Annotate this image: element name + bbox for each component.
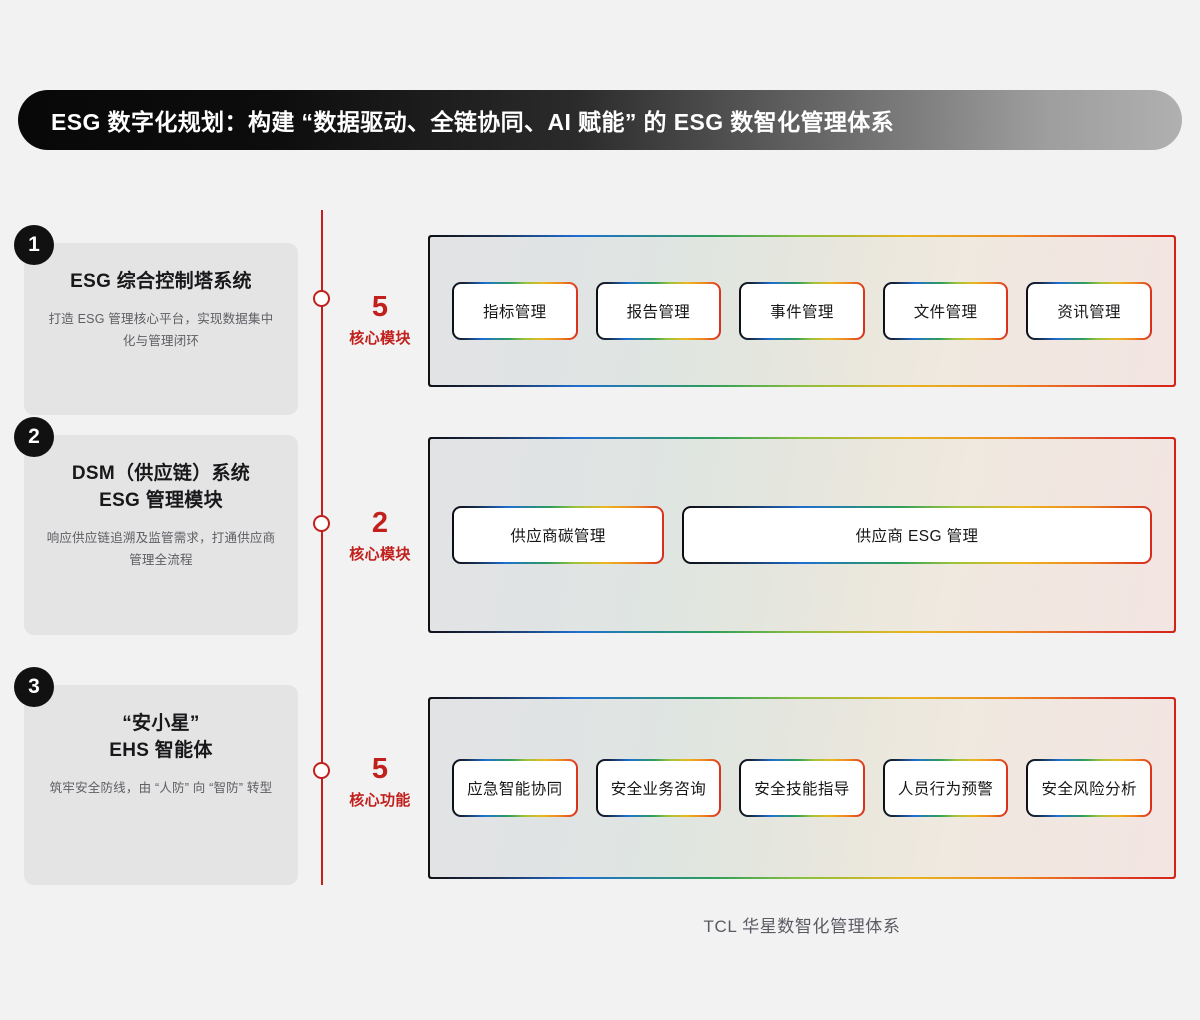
module-chip-inner: 应急智能协同 [454,761,576,815]
module-panel-3: 应急智能协同 安全业务咨询 安全技能指导 人员行为预警 安全风险分析 [428,697,1176,879]
timeline-dot-2 [313,515,330,532]
module-chip-inner: 供应商 ESG 管理 [684,508,1150,562]
module-chip-label: 指标管理 [482,304,547,321]
module-chip[interactable]: 文件管理 [882,282,1009,340]
module-chip-rail-1: 指标管理 报告管理 事件管理 文件管理 资讯管理 [452,282,1152,340]
module-chip-label: 人员行为预警 [897,781,994,798]
module-chip-inner: 供应商碳管理 [454,508,663,562]
module-chip[interactable]: 指标管理 [452,282,578,340]
count-number-2: 2 [371,507,389,539]
count-block-1: 5 核心模块 [338,293,422,348]
module-chip-label: 安全技能指导 [754,781,850,798]
card-description-2: 响应供应链追溯及监管需求，打通供应商管理全流程 [46,530,276,568]
count-label-1: 核心模块 [349,330,411,347]
module-chip[interactable]: 安全技能指导 [739,759,865,817]
module-chip[interactable]: 资讯管理 [1026,282,1152,340]
card-title-2: DSM（供应链）系统 ESG 管理模块 [46,461,276,515]
module-chip-label: 资讯管理 [1057,304,1121,321]
step-badge-2: 2 [14,417,54,457]
step-badge-3: 3 [14,667,54,707]
card-title-3-line2: EHS 智能体 [109,739,213,761]
module-chip-inner: 文件管理 [884,284,1007,338]
module-panel-1: 指标管理 报告管理 事件管理 文件管理 资讯管理 [428,235,1176,387]
module-chip[interactable]: 应急智能协同 [452,759,578,817]
count-number-3: 5 [371,753,389,785]
module-panel-inner-3: 应急智能协同 安全业务咨询 安全技能指导 人员行为预警 安全风险分析 [430,699,1174,877]
count-block-2: 2 核心模块 [338,509,422,564]
module-chip-label: 安全风险分析 [1041,781,1137,798]
module-chip-label: 文件管理 [913,304,978,321]
card-description-3: 筑牢安全防线，由 “人防” 向 “智防” 转型 [49,780,273,795]
info-card-1: 1 ESG 综合控制塔系统 打造 ESG 管理核心平台，实现数据集中化与管理闭环 [14,225,298,415]
module-panel-inner-2: 供应商碳管理 供应商 ESG 管理 [430,439,1174,631]
card-title-2-line1: DSM（供应链）系统 [71,463,251,484]
info-card-2: 2 DSM（供应链）系统 ESG 管理模块 响应供应链追溯及监管需求，打通供应商… [14,417,298,635]
count-label-3: 核心功能 [349,792,411,809]
module-chip-label: 供应商碳管理 [510,528,606,545]
card-title-1: ESG 综合控制塔系统 [70,271,252,292]
card-title-3-line1: “安小星” [122,713,200,734]
info-card-3: 3 “安小星” EHS 智能体 筑牢安全防线，由 “人防” 向 “智防” 转型 [14,667,298,885]
module-chip-inner: 安全风险分析 [1028,761,1150,815]
module-chip[interactable]: 事件管理 [739,282,865,340]
module-panel-2: 供应商碳管理 供应商 ESG 管理 [428,437,1176,633]
module-chip[interactable]: 安全业务咨询 [595,759,722,817]
timeline-axis [321,210,323,885]
page-title: ESG 数字化规划：构建 “数据驱动、全链协同、AI 赋能” 的 ESG 数智化… [51,109,895,135]
module-chip-label: 报告管理 [626,304,691,321]
count-block-3: 5 核心功能 [338,755,422,810]
module-chip[interactable]: 供应商碳管理 [452,506,665,564]
module-chip[interactable]: 人员行为预警 [882,759,1009,817]
module-chip-inner: 安全业务咨询 [597,761,720,815]
module-chip-label: 供应商 ESG 管理 [855,528,979,545]
card-title-2-line2: ESG 管理模块 [99,489,223,511]
header-banner: ESG 数字化规划：构建 “数据驱动、全链协同、AI 赋能” 的 ESG 数智化… [18,90,1182,150]
timeline-dot-1 [313,290,330,307]
module-chip-inner: 人员行为预警 [884,761,1007,815]
module-panel-inner-1: 指标管理 报告管理 事件管理 文件管理 资讯管理 [430,237,1174,385]
count-label-2: 核心模块 [349,546,411,563]
module-chip-inner: 资讯管理 [1028,284,1150,338]
timeline-dot-3 [313,762,330,779]
module-chip-inner: 报告管理 [597,284,720,338]
module-chip[interactable]: 报告管理 [595,282,722,340]
module-chip-inner: 指标管理 [454,284,576,338]
module-chip[interactable]: 安全风险分析 [1026,759,1152,817]
step-badge-1: 1 [14,225,54,265]
footer-caption: TCL 华星数智化管理体系 [703,917,901,936]
module-chip-label: 应急智能协同 [467,781,563,798]
count-number-1: 5 [371,291,389,323]
card-title-3: “安小星” EHS 智能体 [46,711,276,765]
module-chip-label: 安全业务咨询 [610,781,707,798]
card-description-1: 打造 ESG 管理核心平台，实现数据集中化与管理闭环 [48,311,274,349]
module-chip-inner: 事件管理 [741,284,863,338]
module-chip-rail-3: 应急智能协同 安全业务咨询 安全技能指导 人员行为预警 安全风险分析 [452,759,1152,817]
module-chip-label: 事件管理 [770,304,834,321]
module-chip-rail-2: 供应商碳管理 供应商 ESG 管理 [452,506,1152,564]
module-chip[interactable]: 供应商 ESG 管理 [682,506,1152,564]
module-chip-inner: 安全技能指导 [741,761,863,815]
